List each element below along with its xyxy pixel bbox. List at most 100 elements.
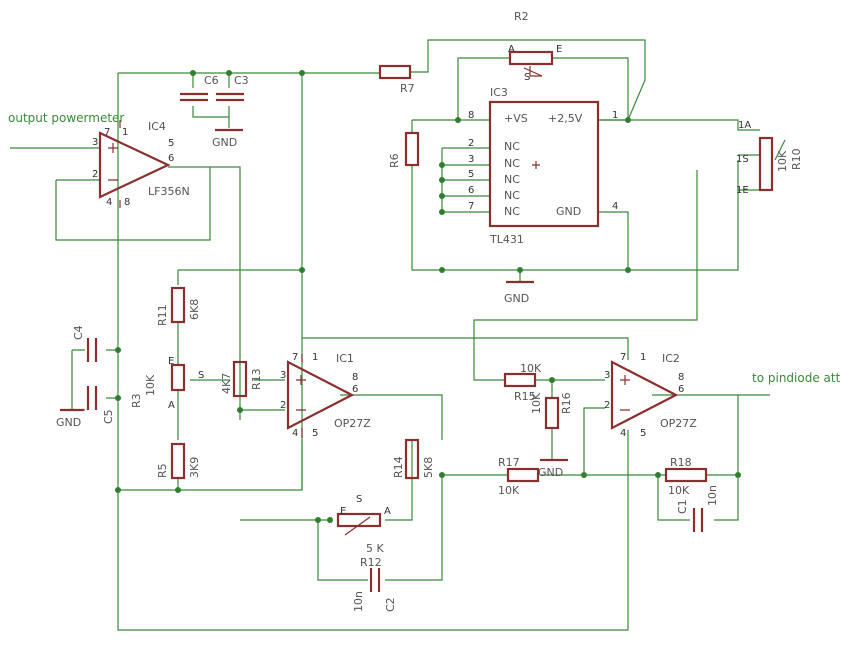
label-ic4: IC4 <box>148 120 166 133</box>
label-c1: C1 <box>676 499 689 514</box>
svg-text:3: 3 <box>280 370 286 381</box>
svg-text:5: 5 <box>640 428 646 439</box>
label-tl431: TL431 <box>489 233 524 246</box>
label-r12-e: E <box>340 506 346 517</box>
svg-text:5: 5 <box>168 138 174 149</box>
svg-text:2: 2 <box>604 400 610 411</box>
label-r7: R7 <box>400 82 415 95</box>
label-r16-val: 10K <box>530 392 543 414</box>
svg-text:3: 3 <box>604 370 610 381</box>
label-ic3-gnd: GND <box>556 205 581 218</box>
svg-text:1: 1 <box>640 352 646 363</box>
label-nc-5: NC <box>504 205 520 218</box>
label-r15-val: 10K <box>520 362 542 375</box>
svg-text:4: 4 <box>292 428 298 439</box>
svg-text:1: 1 <box>612 110 618 121</box>
label-r3-val: 10K <box>144 374 157 396</box>
svg-text:7: 7 <box>292 352 298 363</box>
label-r3-s: S <box>198 370 204 381</box>
svg-text:2: 2 <box>92 169 98 180</box>
svg-text:6: 6 <box>168 153 174 164</box>
svg-text:6: 6 <box>468 185 474 196</box>
svg-text:5: 5 <box>312 428 318 439</box>
capacitors <box>86 92 704 592</box>
label-gnd-1: GND <box>212 136 237 149</box>
label-r6: R6 <box>388 153 401 168</box>
label-nc-1: NC <box>504 140 520 153</box>
label-nc-2: NC <box>504 157 520 170</box>
label-r5: R5 <box>156 463 169 478</box>
label-r18-val: 10K <box>668 484 690 497</box>
ic2-opamp <box>610 360 679 430</box>
label-nc-3: NC <box>504 173 520 186</box>
label-r10-1a: 1A <box>738 120 751 131</box>
svg-text:7: 7 <box>620 352 626 363</box>
label-r15: R15 <box>514 390 536 403</box>
svg-text:7: 7 <box>468 201 474 212</box>
label-r10-1s: 1S <box>736 154 749 165</box>
svg-text:8: 8 <box>124 197 130 208</box>
label-r12-val: 5 K <box>366 542 384 555</box>
svg-text:4: 4 <box>620 428 626 439</box>
svg-text:6: 6 <box>678 384 684 395</box>
label-c5: C5 <box>102 409 115 424</box>
label-ic2: IC2 <box>662 352 680 365</box>
label-r3: R3 <box>130 393 143 408</box>
label-r17-val: 10K <box>498 484 520 497</box>
label-r11-val: 6K8 <box>188 299 201 320</box>
label-c1-val: 10n <box>706 485 719 506</box>
svg-text:1: 1 <box>312 352 318 363</box>
label-r10: R10 <box>790 148 803 170</box>
label-output-powermeter: output powermeter <box>8 111 124 125</box>
label-r16: R16 <box>560 392 573 414</box>
label-c4: C4 <box>72 325 85 340</box>
svg-text:5: 5 <box>468 169 474 180</box>
labels: output powermeter to pindiode att IC4 LF… <box>8 10 841 612</box>
label-r5-val: 3K9 <box>188 457 201 478</box>
ground-symbols <box>60 128 568 462</box>
label-to-pindiode: to pindiode att <box>752 371 841 385</box>
svg-text:4: 4 <box>106 197 112 208</box>
label-r13-val: 4K7 <box>220 373 233 394</box>
label-c6: C6 <box>204 74 219 87</box>
svg-text:3: 3 <box>468 154 474 165</box>
label-ic3: IC3 <box>490 86 508 99</box>
label-r10-val: 10K <box>776 150 789 172</box>
label-r2-s: S <box>524 72 530 83</box>
svg-text:3: 3 <box>92 137 98 148</box>
ic1-opamp <box>286 354 355 438</box>
label-c2-val: 10n <box>352 591 365 612</box>
label-c3: C3 <box>234 74 249 87</box>
svg-text:8: 8 <box>468 110 474 121</box>
svg-text:4: 4 <box>612 201 618 212</box>
label-nc-4: NC <box>504 189 520 202</box>
label-r13: R13 <box>250 368 263 390</box>
label-r3-a: A <box>168 400 175 411</box>
label-r2: R2 <box>514 10 529 23</box>
label-op27-2: OP27Z <box>660 417 697 430</box>
label-r14-val: 5K8 <box>422 457 435 478</box>
label-r3-e: E <box>168 356 174 367</box>
svg-text:8: 8 <box>352 372 358 383</box>
label-r12-s: S <box>356 494 362 505</box>
label-r2-e: E <box>556 44 562 55</box>
label-gnd-2: GND <box>504 292 529 305</box>
label-op27-1: OP27Z <box>334 417 371 430</box>
svg-text:1: 1 <box>122 127 128 138</box>
ic4-opamp <box>98 120 171 208</box>
svg-text:6: 6 <box>352 384 358 395</box>
label-lf356: LF356N <box>148 185 190 198</box>
label-c2: C2 <box>384 597 397 612</box>
label-r17: R17 <box>498 456 520 469</box>
ic3-tl431 <box>488 100 600 228</box>
junctions <box>115 70 741 523</box>
label-r18: R18 <box>670 456 692 469</box>
svg-text:7: 7 <box>104 127 110 138</box>
label-ic1: IC1 <box>336 352 354 365</box>
label-r2-a: A <box>508 44 515 55</box>
label-v25: +2,5V <box>548 112 583 125</box>
label-r12-a: A <box>384 506 391 517</box>
label-r11: R11 <box>156 304 169 326</box>
label-r12: R12 <box>360 556 382 569</box>
